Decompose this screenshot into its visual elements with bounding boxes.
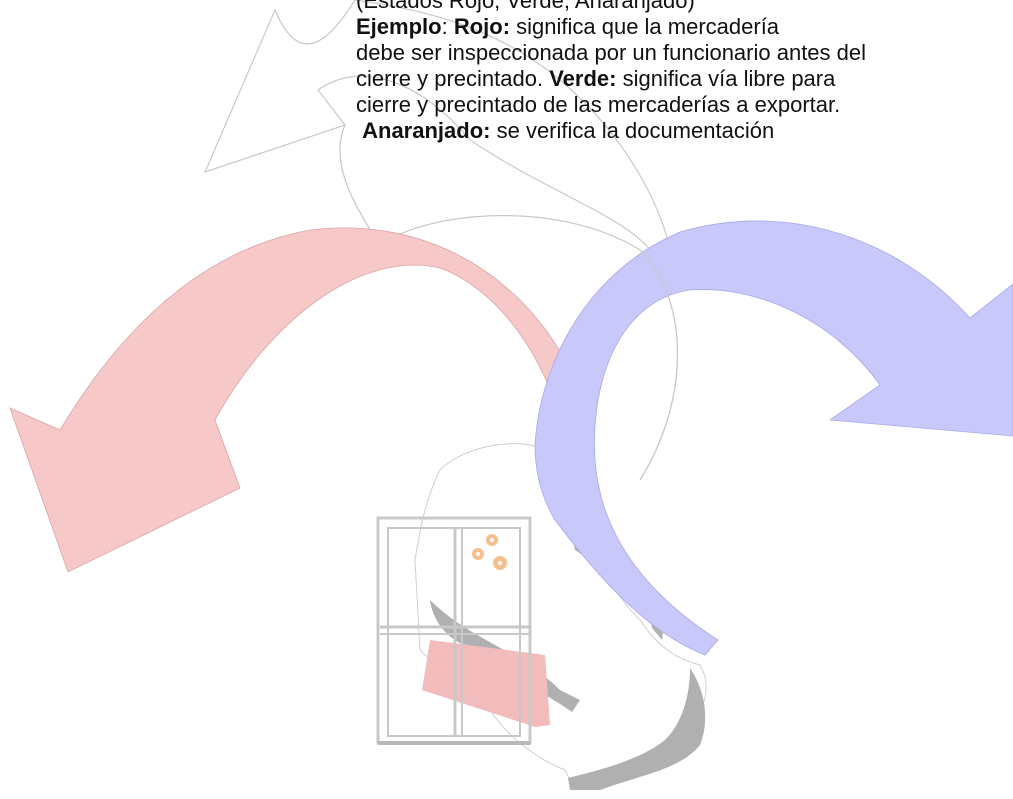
text-line-4: cierre y precintado. Verde: significa ví…: [356, 66, 836, 91]
window-icon: [376, 516, 532, 745]
rojo-label: Rojo:: [453, 14, 511, 39]
description-text: (Estados Rojo, Verde, Anaranjado) Ejempl…: [356, 0, 1013, 144]
outline-curve: [639, 249, 678, 481]
text-line-5: cierre y precintado de las mercaderías a…: [356, 92, 841, 117]
red-curved-arrow-icon: [9, 227, 576, 573]
blue-curved-arrow-icon: [534, 220, 1013, 656]
text-line-1: (Estados Rojo, Verde, Anaranjado): [356, 0, 695, 13]
text-line-3: debe ser inspeccionada por un funcionari…: [356, 40, 867, 65]
verde-label: Verde:: [549, 66, 617, 91]
text-line-2: Ejemplo: Rojo: significa que la mercader…: [356, 14, 780, 39]
ejemplo-label: Ejemplo: [356, 14, 442, 39]
text-line-6: Anaranjado: se verifica la documentación: [362, 118, 775, 143]
flower-icon: [472, 534, 507, 570]
anaranjado-label: Anaranjado:: [362, 118, 491, 143]
